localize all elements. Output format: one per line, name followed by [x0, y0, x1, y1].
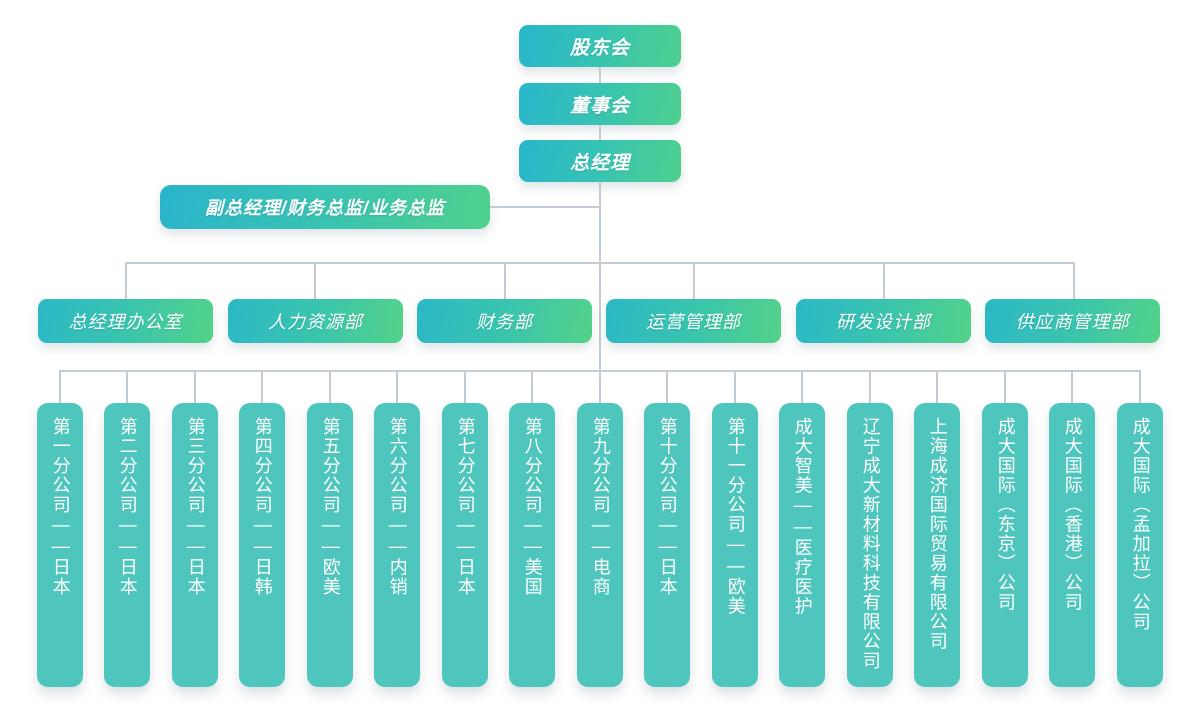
node-label: 股东会: [569, 37, 630, 59]
node-label: 第十分公司——日本: [657, 417, 678, 597]
connector-drop-branch-17: [1139, 370, 1141, 404]
node-label: 上海成济国际贸易有限公司: [927, 417, 948, 651]
node-label: 第二分公司——日本: [117, 417, 138, 597]
node-branch-1[interactable]: 第一分公司——日本: [37, 403, 83, 687]
node-label: 第八分公司——美国: [522, 417, 543, 597]
connector-drop-dept-4: [693, 262, 695, 300]
connector-drop-branch-16: [1071, 370, 1073, 404]
node-label: 第四分公司——日韩: [252, 417, 273, 597]
node-label: 成大国际（东京）公司: [995, 417, 1016, 612]
connector-gm-spine-lower: [599, 264, 601, 372]
node-branch-6[interactable]: 第六分公司——内销: [374, 403, 420, 687]
connector-drop-branch-5: [329, 370, 331, 404]
node-branch-2[interactable]: 第二分公司——日本: [104, 403, 150, 687]
node-label: 第十一分公司——欧美: [725, 417, 746, 616]
connector-drop-dept-2: [314, 262, 316, 300]
connector-drop-branch-7: [464, 370, 466, 404]
connector-board-to-gm: [599, 125, 601, 140]
node-label: 总经理办公室: [68, 312, 183, 332]
node-label: 供应商管理部: [1015, 312, 1130, 332]
connector-drop-dept-3: [504, 262, 506, 300]
connector-drop-branch-4: [261, 370, 263, 404]
node-general-manager[interactable]: 总经理: [519, 140, 681, 182]
node-label: 第七分公司——日本: [455, 417, 476, 597]
node-label: 副总经理/财务总监/业务总监: [204, 198, 445, 218]
connector-drop-dept-6: [1073, 262, 1075, 300]
connector-drop-branch-13: [869, 370, 871, 404]
connector-drop-branch-3: [194, 370, 196, 404]
node-label: 第三分公司——日本: [185, 417, 206, 597]
node-label: 财务部: [476, 312, 533, 332]
node-branch-13[interactable]: 辽宁成大新材料科技有限公司: [847, 403, 893, 687]
node-branch-16[interactable]: 成大国际（香港）公司: [1049, 403, 1095, 687]
node-branch-8[interactable]: 第八分公司——美国: [509, 403, 555, 687]
node-label: 第一分公司——日本: [50, 417, 71, 597]
node-board-of-directors[interactable]: 董事会: [519, 83, 681, 125]
node-label: 总经理: [569, 152, 630, 174]
node-branch-11[interactable]: 第十一分公司——欧美: [712, 403, 758, 687]
node-branch-12[interactable]: 成大智美——医疗医护: [779, 403, 825, 687]
node-branch-10[interactable]: 第十分公司——日本: [644, 403, 690, 687]
connector-department-bus: [126, 262, 1075, 264]
node-branch-17[interactable]: 成大国际（孟加拉）公司: [1117, 403, 1163, 687]
node-finance[interactable]: 财务部: [417, 299, 592, 343]
connector-drop-branch-14: [936, 370, 938, 404]
node-branch-7[interactable]: 第七分公司——日本: [442, 403, 488, 687]
node-branch-9[interactable]: 第九分公司——电商: [577, 403, 623, 687]
node-branch-5[interactable]: 第五分公司——欧美: [307, 403, 353, 687]
connector-drop-branch-11: [734, 370, 736, 404]
connector-staff-to-spine: [490, 206, 600, 208]
connector-drop-branch-1: [59, 370, 61, 404]
connector-drop-branch-8: [531, 370, 533, 404]
node-label: 成大国际（香港）公司: [1062, 417, 1083, 612]
node-shareholders-meeting[interactable]: 股东会: [519, 25, 681, 67]
connector-drop-dept-1: [125, 262, 127, 300]
node-label: 第九分公司——电商: [590, 417, 611, 597]
node-operations-management[interactable]: 运营管理部: [606, 299, 781, 343]
node-label: 研发设计部: [836, 312, 931, 332]
connector-drop-branch-15: [1004, 370, 1006, 404]
node-label: 人力资源部: [268, 312, 363, 332]
node-supplier-management[interactable]: 供应商管理部: [985, 299, 1160, 343]
node-branch-14[interactable]: 上海成济国际贸易有限公司: [914, 403, 960, 687]
node-label: 运营管理部: [646, 312, 741, 332]
node-branch-15[interactable]: 成大国际（东京）公司: [982, 403, 1028, 687]
connector-drop-branch-2: [126, 370, 128, 404]
node-label: 第五分公司——欧美: [320, 417, 341, 597]
node-label: 成大国际（孟加拉）公司: [1130, 417, 1151, 632]
connector-shareholders-to-board: [599, 67, 601, 83]
node-label: 成大智美——医疗医护: [792, 417, 813, 616]
connector-drop-dept-5: [883, 262, 885, 300]
node-gm-office[interactable]: 总经理办公室: [38, 299, 213, 343]
node-label: 董事会: [569, 95, 630, 117]
node-label: 第六分公司——内销: [387, 417, 408, 597]
node-branch-4[interactable]: 第四分公司——日韩: [239, 403, 285, 687]
connector-gm-spine-upper: [599, 182, 601, 264]
node-rnd-design[interactable]: 研发设计部: [796, 299, 971, 343]
connector-drop-branch-6: [396, 370, 398, 404]
connector-drop-branch-9: [599, 370, 601, 404]
node-label: 辽宁成大新材料科技有限公司: [860, 417, 881, 671]
connector-drop-branch-10: [666, 370, 668, 404]
node-human-resources[interactable]: 人力资源部: [228, 299, 403, 343]
node-branch-3[interactable]: 第三分公司——日本: [172, 403, 218, 687]
node-vice-general-manager[interactable]: 副总经理/财务总监/业务总监: [160, 185, 490, 229]
connector-drop-branch-12: [801, 370, 803, 404]
